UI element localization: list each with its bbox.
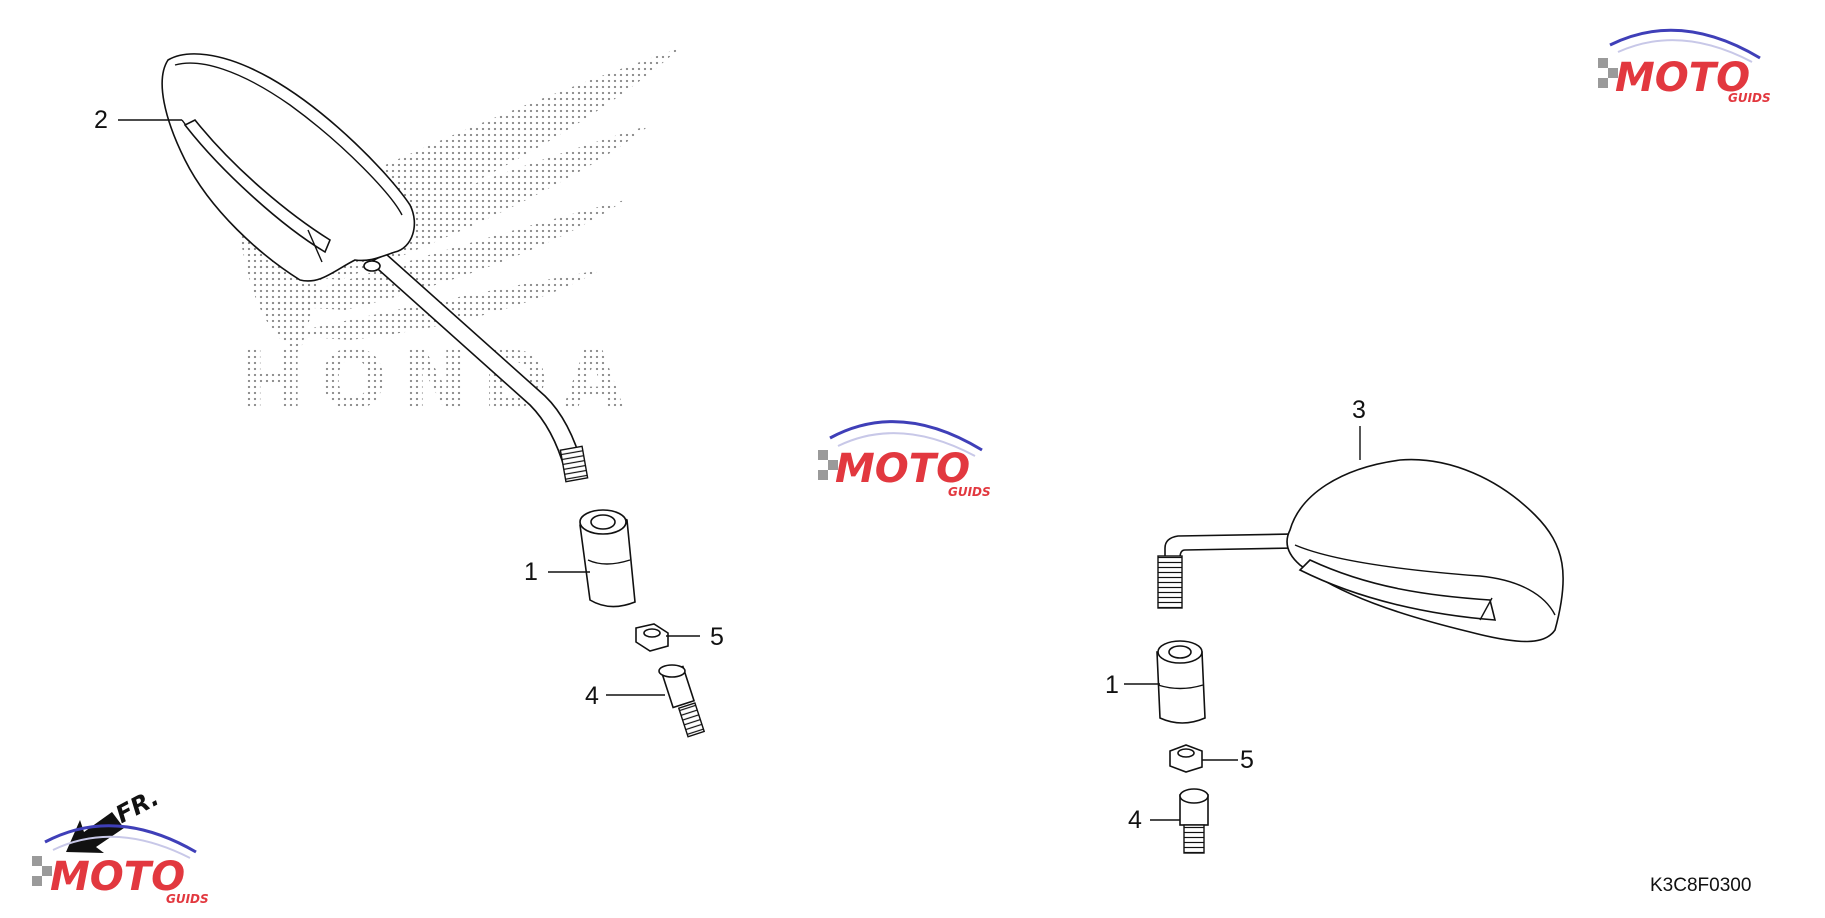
right-bolt-part [1179, 788, 1209, 854]
callout-right-nut: 5 [1240, 746, 1254, 774]
arrow-front-icon [66, 812, 124, 853]
callout-left-adapter: 1 [524, 558, 538, 586]
left-mirror [161, 53, 589, 483]
svg-text:GUIDS: GUIDS [166, 892, 209, 906]
left-adapter-part [579, 509, 636, 608]
svg-text:GUIDS: GUIDS [948, 485, 991, 499]
callout-right-mirror: 3 [1352, 396, 1366, 424]
right-nut-part [1169, 744, 1203, 773]
right-mirror [1157, 458, 1564, 643]
watermark-bottom-left: MOTO GUIDS [32, 824, 209, 906]
watermark-guids-text: GUIDS [1728, 91, 1771, 105]
diagram-code: K3C8F0300 [1650, 875, 1751, 896]
watermark-top-right: MOTO GUIDS [1598, 28, 1771, 105]
callout-left-mirror: 2 [94, 106, 108, 134]
svg-text:MOTO: MOTO [50, 854, 185, 900]
callout-left-nut: 5 [710, 623, 724, 651]
left-bolt-part [658, 664, 706, 738]
svg-text:MOTO: MOTO [835, 446, 970, 492]
callout-right-bolt: 4 [1128, 806, 1142, 834]
left-nut-part [635, 623, 669, 652]
right-adapter-part [1156, 640, 1206, 724]
callout-left-bolt: 4 [585, 682, 599, 710]
callout-right-adapter: 1 [1105, 671, 1119, 699]
watermark-moto-text: MOTO [1615, 55, 1750, 101]
honda-brand-text: HONDA [238, 334, 638, 427]
watermark-center: MOTO GUIDS [818, 420, 991, 499]
